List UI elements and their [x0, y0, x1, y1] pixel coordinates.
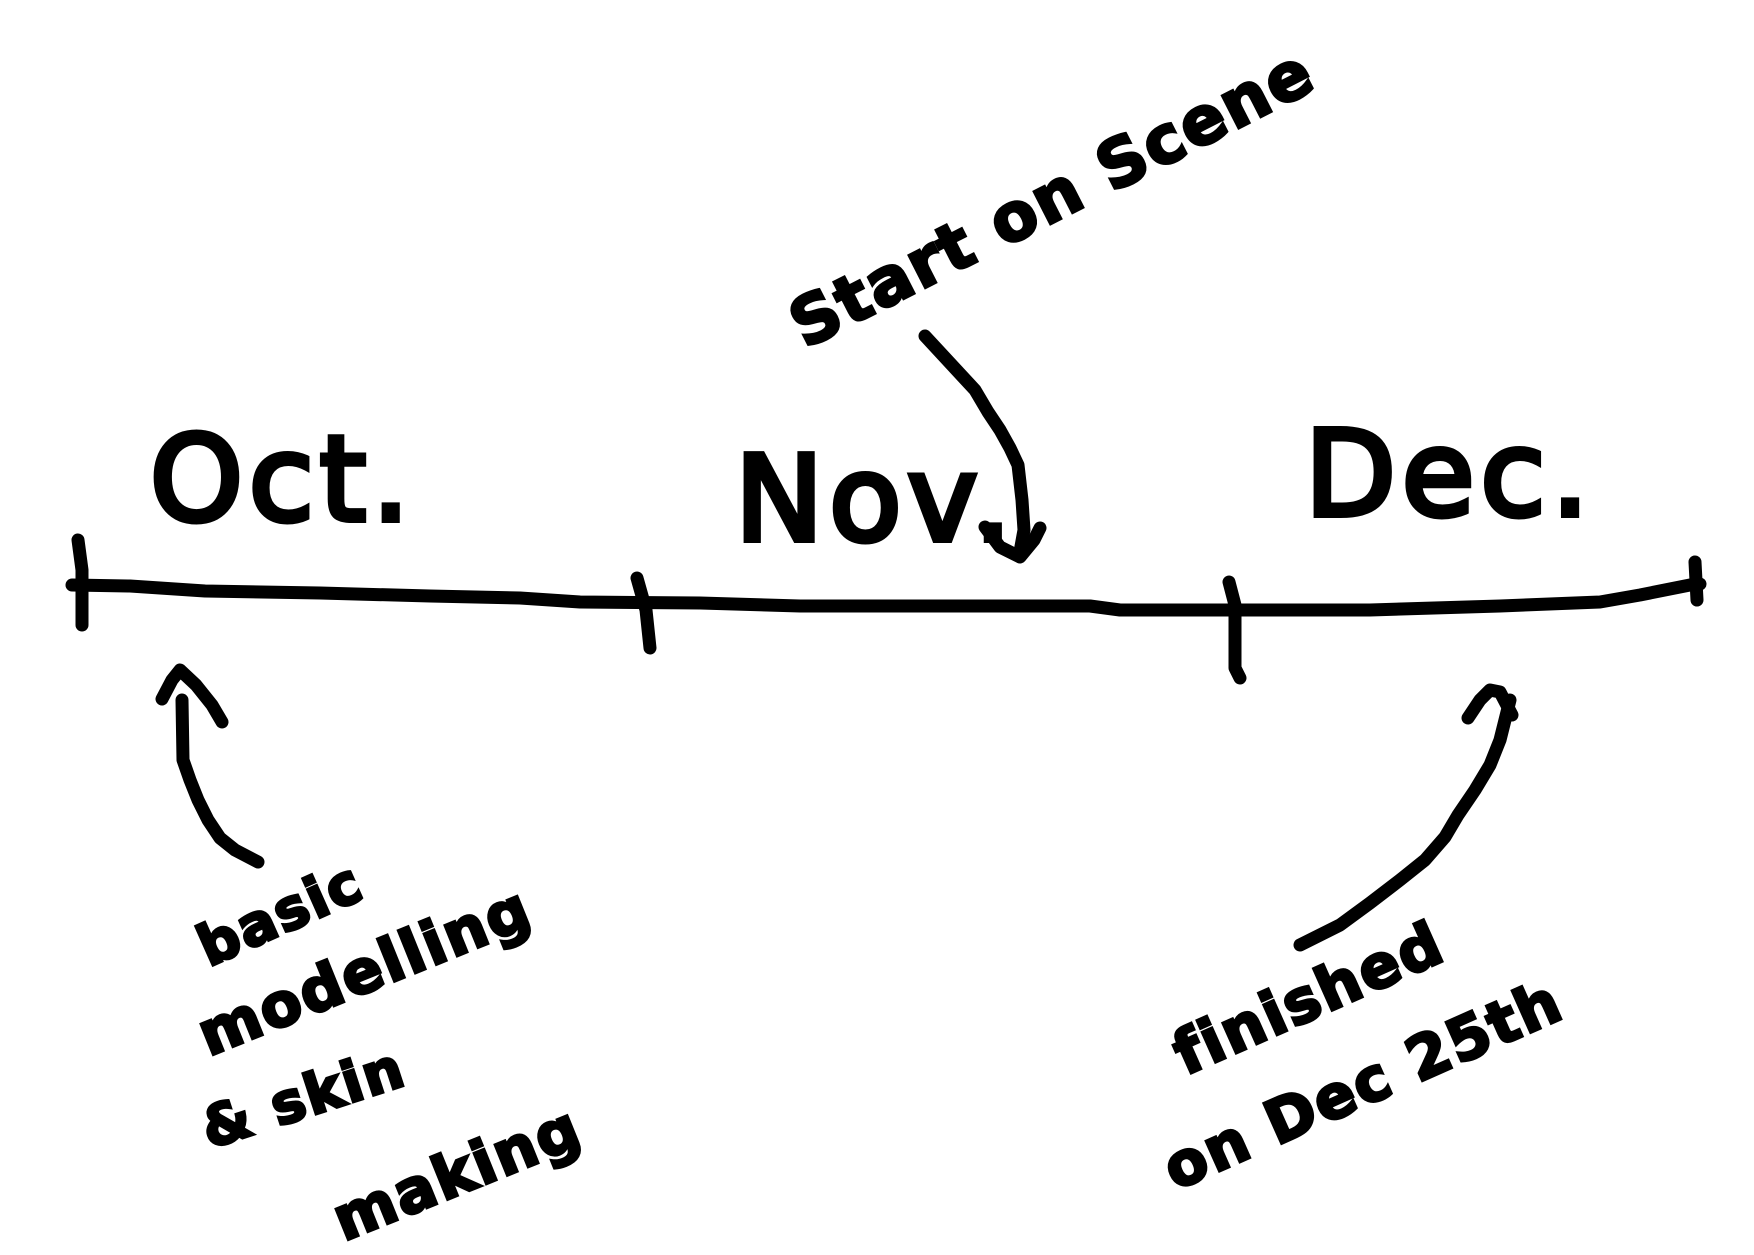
- timeline-axis: [65, 577, 1707, 617]
- arrow-dec-note-head: [1461, 683, 1519, 725]
- month-label-oct: Oct.: [147, 410, 416, 548]
- arrow-oct-note: [175, 693, 265, 869]
- tick-start: [71, 533, 89, 632]
- arrow-dec-note: [1293, 693, 1517, 952]
- month-label-dec: Dec.: [1302, 405, 1595, 543]
- tick-oct-nov: [630, 571, 657, 655]
- arrow-start-scene-head: [978, 520, 1047, 564]
- tick-end: [1688, 555, 1704, 607]
- arrow-start-scene: [918, 329, 1031, 559]
- arrow-oct-note-head: [155, 663, 229, 729]
- tick-nov-dec: [1222, 575, 1247, 685]
- month-label-nov: Nov.: [732, 430, 1018, 568]
